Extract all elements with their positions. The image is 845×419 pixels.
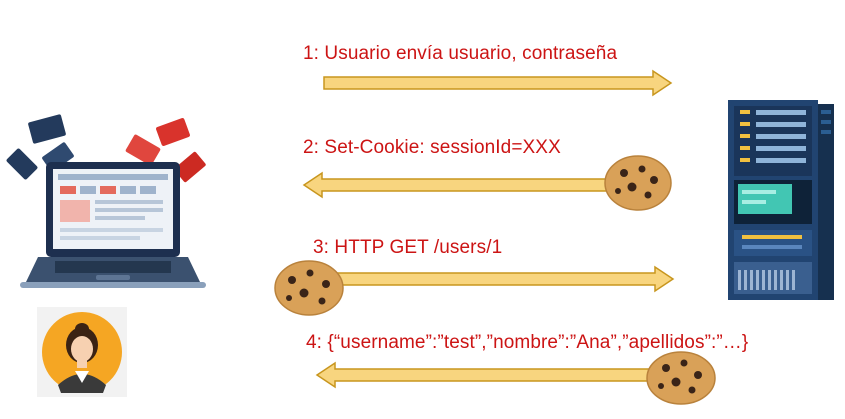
arrow-right-3 xyxy=(325,265,675,293)
arrow-right-1 xyxy=(323,69,673,97)
laptop-icon xyxy=(6,114,206,288)
arrow-left-4 xyxy=(315,361,659,389)
envelope-icon xyxy=(6,114,206,183)
cookie-icon xyxy=(646,351,716,405)
step-1-label: 1: Usuario envía usuario, contraseña xyxy=(303,43,618,64)
step-3-label: 3: HTTP GET /users/1 xyxy=(313,237,503,258)
step-2-label: 2: Set-Cookie: sessionId=XXX xyxy=(303,137,561,158)
cookie-icon xyxy=(274,260,344,316)
cookie-icon xyxy=(604,155,672,211)
server-icon xyxy=(728,100,834,300)
user-avatar-icon xyxy=(37,307,127,397)
arrow-left-2 xyxy=(302,171,641,199)
step-4-label: 4: {“username”:”test”,”nombre”:”Ana”,”ap… xyxy=(306,332,749,353)
